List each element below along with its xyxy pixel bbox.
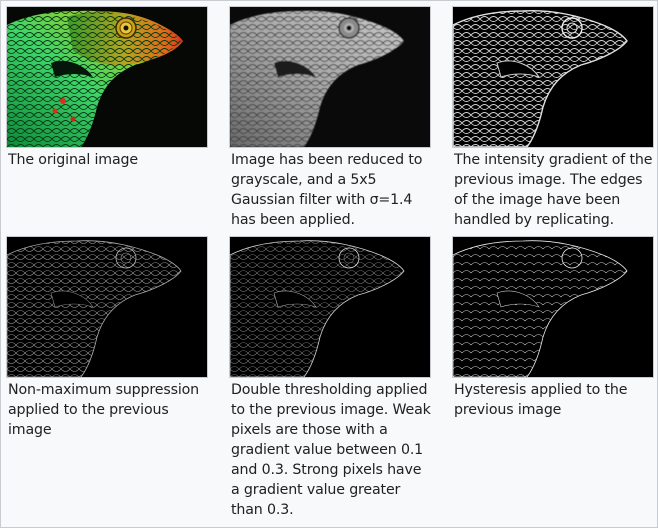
gallery-caption: Double thresholding applied to the previ… bbox=[231, 382, 431, 518]
original-lizard-image[interactable] bbox=[6, 6, 208, 148]
gallery-caption: The original image bbox=[8, 152, 138, 168]
grayscale-blurred-lizard-image[interactable] bbox=[229, 6, 431, 148]
gallery-caption: Non-maximum suppression applied to the p… bbox=[8, 382, 199, 438]
gallery-caption: Image has been reduced to grayscale, and… bbox=[231, 152, 423, 228]
hysteresis-lizard-image[interactable] bbox=[452, 236, 654, 378]
intensity-gradient-lizard-image[interactable] bbox=[452, 6, 654, 148]
non-maximum-suppression-lizard-image[interactable] bbox=[6, 236, 208, 378]
gallery-caption: The intensity gradient of the previous i… bbox=[454, 152, 653, 228]
double-threshold-lizard-image[interactable] bbox=[229, 236, 431, 378]
gallery-caption: Hysteresis applied to the previous image bbox=[454, 382, 628, 418]
